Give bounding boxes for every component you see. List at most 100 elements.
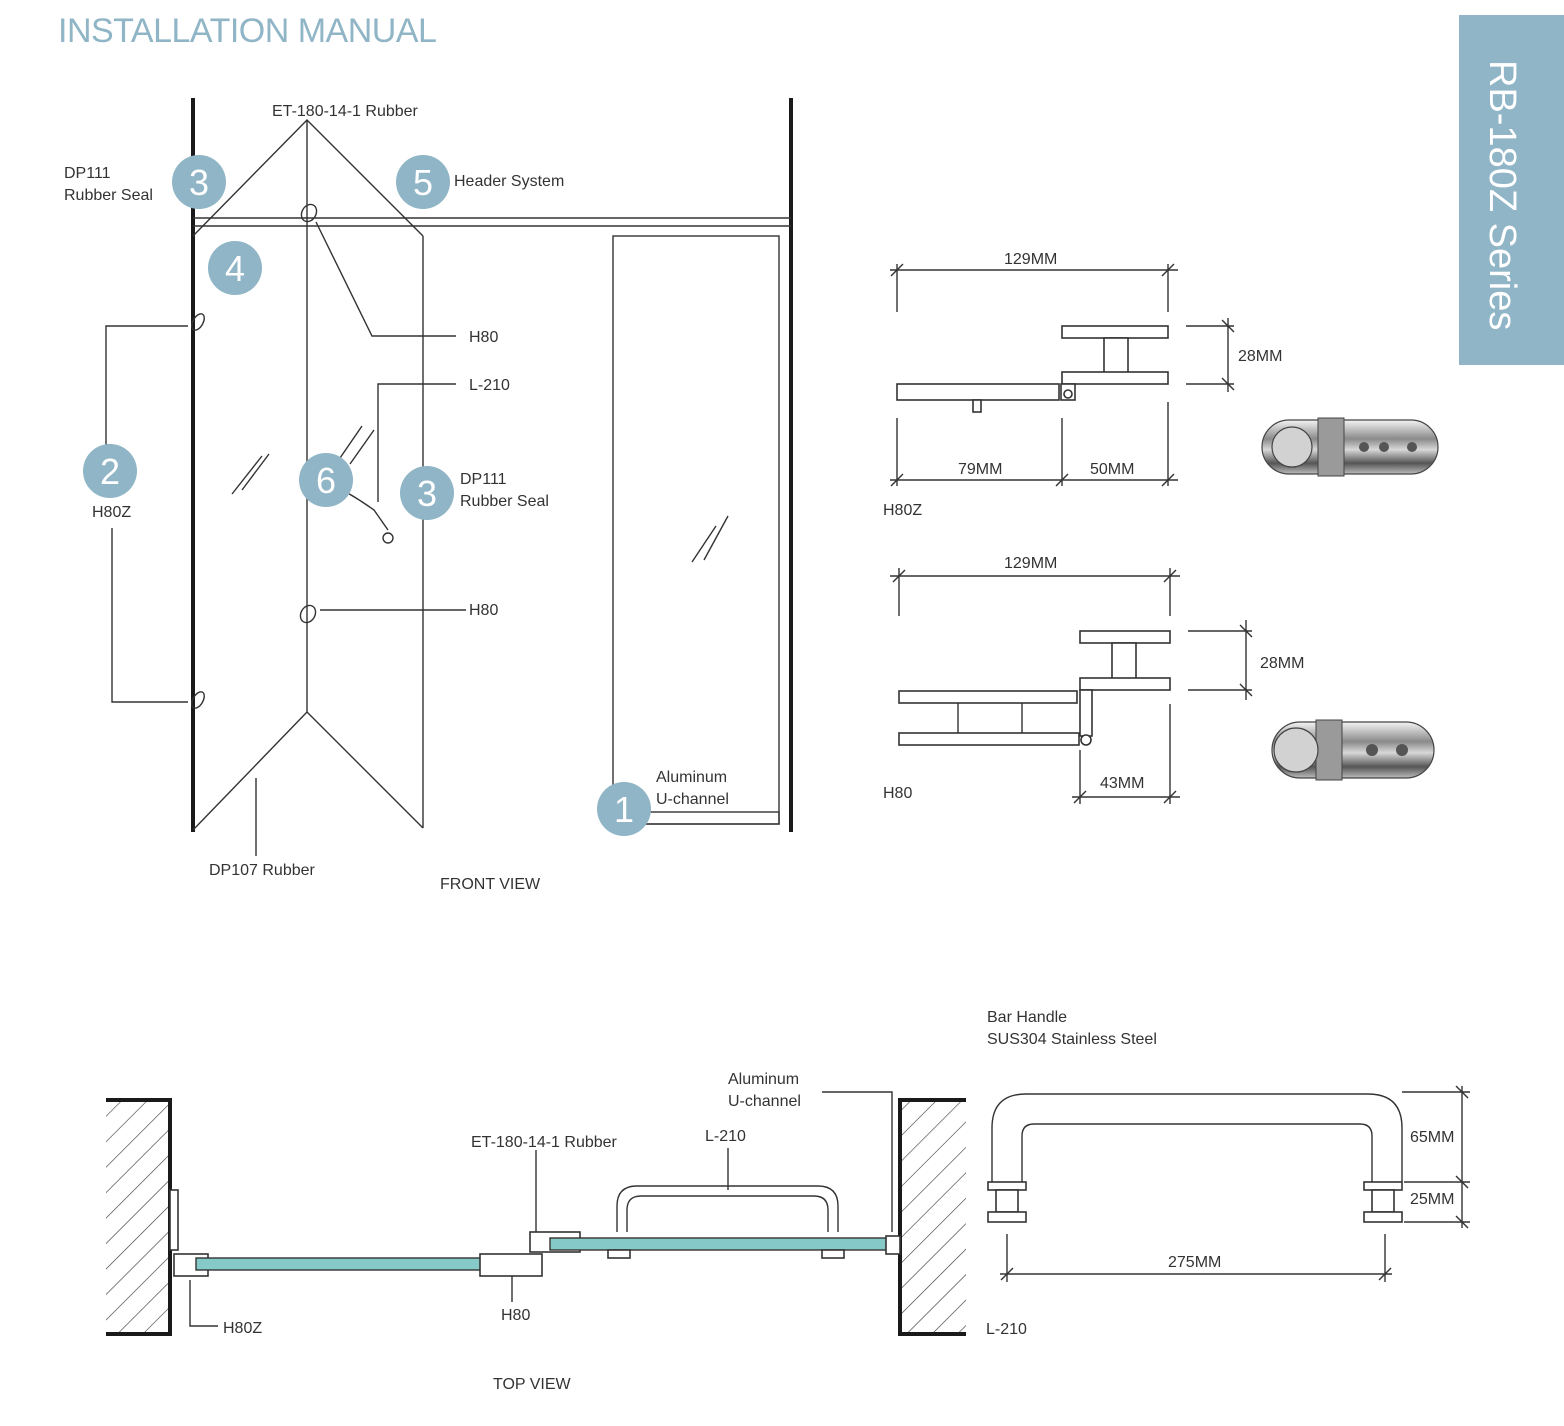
h80-hinge-photo [1271,719,1435,781]
glass-reflection [339,425,363,459]
u-channel-end [885,1235,901,1255]
handle-foot-right [821,1249,845,1259]
label-l210: L-210 [705,1128,746,1145]
bar-handle-model: L-210 [986,1321,1027,1338]
glass-panel-1 [195,1257,501,1271]
glass-panel-2 [549,1237,901,1251]
hinge-glass-plate-bottom [898,732,1080,746]
top-view-handle-outer [616,1185,839,1232]
handle-left-post [995,1189,1019,1213]
glass-reflection [349,429,375,465]
glass-reflection [231,455,263,495]
label-channel-line1: Aluminum [728,1071,799,1088]
hinge-top-plate [1061,325,1169,339]
top-view-caption: TOP VIEW [493,1376,572,1393]
badge-5: 5 [396,155,450,209]
bottom-rubber-valley [192,711,424,831]
handle-foot-left [607,1249,631,1259]
h80-hinge-bottom-icon [299,604,317,624]
svg-text:2: 2 [100,451,120,492]
label-et-rubber: ET-180-14-1 Rubber [272,103,419,120]
hinge-top-plate [1079,630,1171,644]
label-h80z: H80Z [92,504,131,521]
svg-text:3: 3 [189,162,209,203]
label-channel-line1: Aluminum [656,769,727,786]
u-channel-leader [822,1091,893,1232]
svg-text:4: 4 [225,248,245,289]
page-title: INSTALLATION MANUAL [58,12,436,50]
h80z-name: H80Z [883,502,922,519]
top-view-handle-inner [626,1195,829,1232]
h80-hinge-top-icon [300,203,318,223]
label-dp107: DP107 Rubber [209,862,316,879]
svg-text:3: 3 [417,473,437,514]
l210-leader [377,383,456,502]
handle-inner-bar [1021,1123,1373,1182]
glass-reflection [241,453,270,491]
h80z-wall-plate [169,1189,179,1251]
label-h80z: H80Z [223,1320,262,1337]
h80-top-leader [315,221,456,337]
bar-handle-drawing: Bar Handle SUS304 Stainless Steel 65MM 2… [986,1009,1470,1338]
label-channel-line2: U-channel [728,1093,801,1110]
h80z-hinge-drawing: 129MM 28MM 79MM 50MM H80Z [883,251,1439,519]
dim-width-label: 129MM [1004,251,1057,268]
dim-height-label: 28MM [1260,655,1304,672]
h80-hinge-body [479,1253,543,1277]
label-dp111-right-line2: Rubber Seal [460,493,549,510]
dim-height-label: 65MM [1410,1129,1454,1146]
h80-hinge-drawing: 129MM 28MM 43MM H80 [883,555,1435,804]
hinge-pin [1080,734,1092,746]
h80z-leader [189,1280,218,1327]
top-view: Aluminum U-channel ET-180-14-1 Rubber L-… [106,1071,966,1393]
svg-text:1: 1 [614,789,634,830]
hinge-screw [972,399,982,413]
h80z-leader-top [105,325,188,446]
hinge-pin [1063,389,1073,399]
badge-2: 2 [83,444,137,498]
hinge-glass-plate [896,383,1060,401]
front-view-caption: FRONT VIEW [440,876,541,893]
label-dp111-right-line1: DP111 [460,471,507,488]
front-view: ET-180-14-1 Rubber DP111 Rubber Seal Hea… [64,98,793,893]
dim-width-label: 129MM [1004,555,1057,572]
hinge-post [1111,642,1137,680]
label-header-system: Header System [454,173,564,190]
h80-name: H80 [883,785,912,802]
hinge-post [1103,337,1129,375]
label-et-rubber: ET-180-14-1 Rubber [471,1134,618,1151]
h80z-hinge-bottom-icon [191,691,205,709]
handle-right-base [1363,1211,1403,1223]
right-wall-outline [898,1098,966,1336]
hinge-arm [1079,689,1093,737]
fixed-glass-panel [612,235,780,825]
handle-right-post [1371,1189,1395,1213]
svg-text:5: 5 [413,162,433,203]
svg-text:6: 6 [316,460,336,501]
h80z-hinge-top-icon [191,313,205,331]
bar-handle-title: Bar Handle [987,1009,1067,1026]
series-tab [1459,15,1564,365]
handle-left-base [987,1211,1027,1223]
hinge-glass-plate-top [898,690,1078,704]
glass-reflection [691,525,717,563]
label-h80-bottom: H80 [469,602,498,619]
label-l210: L-210 [469,377,510,394]
label-h80-top: H80 [469,329,498,346]
handle-left-cap [987,1181,1027,1191]
right-wall-hatch [900,1100,966,1334]
badge-1: 1 [597,782,651,836]
dim-offset-label: 43MM [1100,775,1144,792]
l210-handle-icon [345,491,389,531]
label-channel-line2: U-channel [656,791,729,808]
dim-foot-label: 25MM [1410,1191,1454,1208]
handle-right-cap [1363,1181,1403,1191]
badge-6: 6 [299,453,353,507]
hinge-mid-plate [1061,371,1169,385]
badge-4: 4 [208,241,262,295]
hinge-mid-plate [1079,677,1171,691]
glass-reflection [703,515,729,561]
h80z-hinge-photo [1261,417,1439,477]
